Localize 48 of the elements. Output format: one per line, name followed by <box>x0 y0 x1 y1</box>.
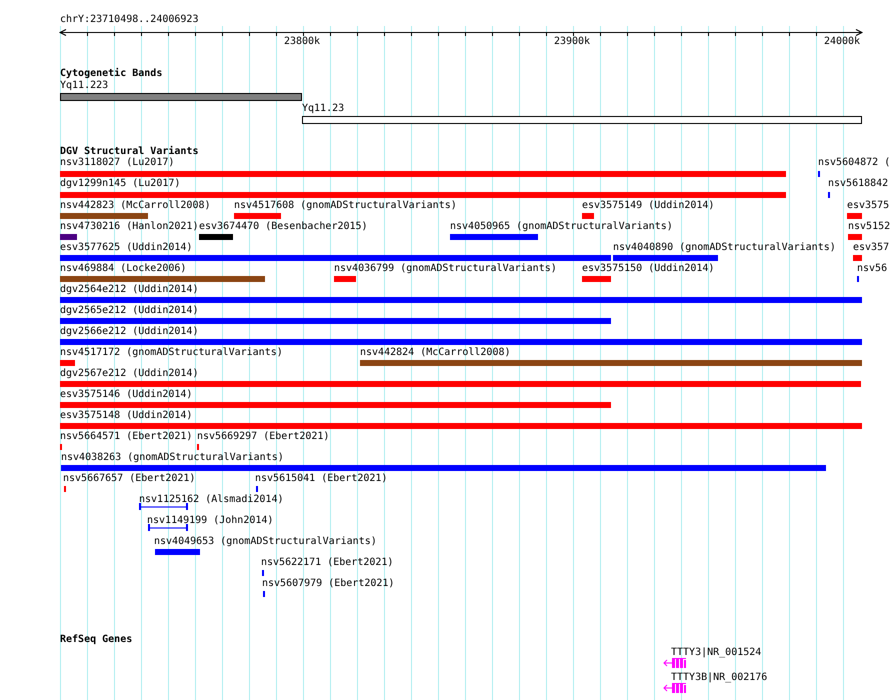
variant-label: nsv1149199 (John2014) <box>147 515 274 526</box>
variant-label: nsv5669297 (Ebert2021) <box>197 431 330 442</box>
variant-label: esv3674470 (Besenbacher2015) <box>199 221 368 232</box>
scale-label: 23800k <box>284 36 320 47</box>
variant-label: nsv5607979 (Ebert2021) <box>262 578 394 589</box>
variant-label: nsv5622171 (Ebert2021) <box>261 557 394 568</box>
scale-label: 24000k <box>824 36 860 47</box>
variant-label: esv3575149 (Uddin2014) <box>582 200 714 211</box>
variant-label: nsv4517172 (gnomADStructuralVariants) <box>60 347 283 358</box>
variant-label: nsv5664571 (Ebert2021) <box>60 431 192 442</box>
variant-label: esv3575148 (Uddin2014) <box>60 410 192 421</box>
variant-label: dgv2564e212 (Uddin2014) <box>60 284 198 295</box>
variant-label: nsv4040890 (gnomADStructuralVariants) <box>613 242 836 253</box>
variant-label: nsv4730216 (Hanlon2021) <box>60 221 198 232</box>
variant-label: nsv4038263 (gnomADStructuralVariants) <box>61 452 284 463</box>
variant-label: esv357 <box>853 242 890 253</box>
variant-label: nsv5667657 (Ebert2021) <box>63 473 196 484</box>
variant-label: nsv442824 (McCarroll2008) <box>360 347 511 358</box>
variant-label: nsv5152 <box>848 221 890 232</box>
variant-label: nsv4049653 (gnomADStructuralVariants) <box>154 536 377 547</box>
band-label: Yq11.223 <box>60 80 108 91</box>
gene-label: TTTY3B|NR_002176 <box>671 672 768 683</box>
variant-label: nsv5618842 <box>828 178 888 189</box>
variant-label: nsv1125162 (Alsmadi2014) <box>139 494 284 505</box>
variant-label: dgv2567e212 (Uddin2014) <box>60 368 198 379</box>
variant-label: nsv4036799 (gnomADStructuralVariants) <box>334 263 557 274</box>
gene-label: TTTY3|NR_001524 <box>671 647 762 658</box>
variant-label: nsv5615041 (Ebert2021) <box>255 473 388 484</box>
variant-label: nsv56 <box>857 263 888 274</box>
track-heading: Cytogenetic Bands <box>60 68 162 79</box>
variant-label: nsv3118027 (Lu2017) <box>60 157 174 168</box>
variant-label: nsv4050965 (gnomADStructuralVariants) <box>450 221 673 232</box>
variant-label: nsv4517608 (gnomADStructuralVariants) <box>234 200 457 211</box>
track-heading: DGV Structural Variants <box>60 146 198 157</box>
variant-label: esv3575150 (Uddin2014) <box>582 263 714 274</box>
coordinate-range: chrY:23710498..24006923 <box>60 14 198 25</box>
variant-label: dgv1299n145 (Lu2017) <box>60 178 180 189</box>
band-label: Yq11.23 <box>302 103 344 114</box>
track-heading: RefSeq Genes <box>60 634 132 645</box>
scale-label: 23900k <box>554 36 590 47</box>
variant-label: nsv5604872 ( <box>818 157 890 168</box>
variant-label: esv3575146 (Uddin2014) <box>60 389 192 400</box>
variant-label: nsv469884 (Locke2006) <box>60 263 186 274</box>
variant-label: dgv2565e212 (Uddin2014) <box>60 305 198 316</box>
variant-label: esv3577625 (Uddin2014) <box>60 242 192 253</box>
variant-label: esv3575 <box>847 200 890 211</box>
variant-label: nsv442823 (McCarroll2008) <box>60 200 211 211</box>
variant-label: dgv2566e212 (Uddin2014) <box>60 326 198 337</box>
